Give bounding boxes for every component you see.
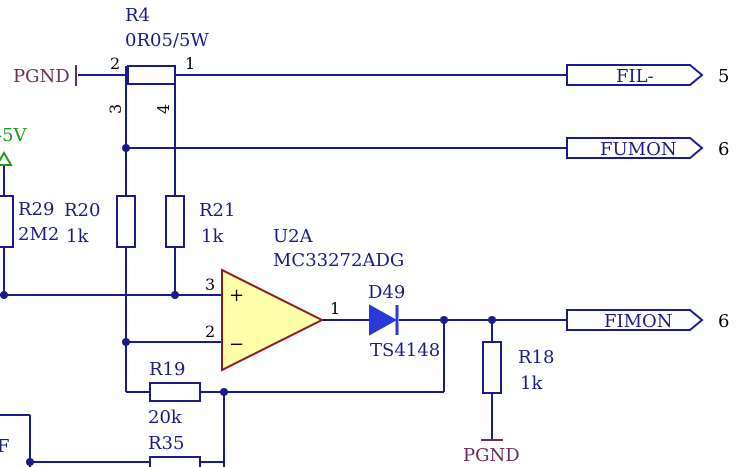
r18-body <box>482 341 502 394</box>
port-fumon[interactable]: FUMON 6 <box>566 137 729 160</box>
diode-d49[interactable]: D49 TS4148 <box>368 282 440 361</box>
r4-pin-2: 2 <box>110 54 120 73</box>
r18-ref: R18 <box>518 347 554 368</box>
partial-label: F <box>0 436 10 457</box>
r21-value: 1k <box>201 226 224 247</box>
r19-ref: R19 <box>149 359 185 380</box>
power-neg5v[interactable]: -5V <box>0 125 28 166</box>
u2a-ref: U2A <box>273 226 314 247</box>
pgnd-left-label: PGND <box>13 66 70 87</box>
port-fimon-label: FIMON <box>604 311 673 332</box>
junction-dot <box>0 291 8 299</box>
port-fimon-pin: 6 <box>718 311 729 332</box>
junctions <box>0 144 496 466</box>
r21-ref: R21 <box>199 200 235 221</box>
resistor-r18[interactable]: R18 1k <box>482 341 554 394</box>
r20-ref: R20 <box>64 200 100 221</box>
resistor-r21[interactable]: R21 1k <box>165 195 235 248</box>
r4-pin-1: 1 <box>185 54 195 73</box>
power-pgnd-bottom[interactable]: PGND <box>463 439 520 466</box>
port-fil-label: FIL- <box>616 66 654 87</box>
r4-body <box>127 65 176 85</box>
d49-value: TS4148 <box>370 340 440 361</box>
junction-dot <box>488 316 496 324</box>
opamp-minus-sign: − <box>229 334 244 355</box>
resistor-r20[interactable]: R20 1k <box>64 195 136 248</box>
resistor-r19[interactable]: R19 20k <box>148 359 201 428</box>
r29-ref: R29 <box>18 199 54 220</box>
port-fil-pin: 5 <box>718 66 729 87</box>
r29-body <box>0 195 14 248</box>
junction-dot <box>220 388 228 396</box>
port-fumon-label: FUMON <box>600 139 677 160</box>
port-fil[interactable]: FIL- 5 <box>566 64 729 87</box>
d49-ref: D49 <box>368 282 405 303</box>
opamp-pin-1: 1 <box>330 299 340 318</box>
r19-body <box>149 382 201 402</box>
neg5v-symbol <box>0 151 13 166</box>
resistor-r4[interactable]: R4 0R05/5W 2 1 3 4 <box>106 5 209 114</box>
junction-dot <box>26 458 34 466</box>
power-pgnd-left[interactable]: PGND <box>13 65 77 87</box>
r20-body <box>116 195 136 248</box>
junction-dot <box>122 144 130 152</box>
pgnd-bottom-label: PGND <box>463 445 520 466</box>
junction-dot <box>122 338 130 346</box>
junction-dot <box>440 316 448 324</box>
r4-pin-4: 4 <box>154 104 173 114</box>
r35-body <box>149 456 201 467</box>
junction-dot <box>171 291 179 299</box>
r20-value: 1k <box>66 226 89 247</box>
r4-pin-3: 3 <box>106 104 125 114</box>
opamp-u2a[interactable]: + − 3 2 1 U2A MC33272ADG <box>205 226 404 372</box>
resistor-r35[interactable]: R35 <box>148 433 201 467</box>
port-fumon-shape <box>566 137 704 159</box>
r4-value: 0R05/5W <box>125 30 209 51</box>
opamp-pin-2: 2 <box>205 322 215 341</box>
opamp-pin-3: 3 <box>205 275 215 294</box>
u2a-value: MC33272ADG <box>273 250 404 271</box>
opamp-body <box>221 268 325 372</box>
neg5v-label: -5V <box>0 125 28 146</box>
r35-ref: R35 <box>148 433 184 454</box>
r19-value: 20k <box>148 407 183 428</box>
r4-ref: R4 <box>125 5 150 26</box>
r29-value: 2M2 <box>18 224 59 245</box>
opamp-plus-sign: + <box>229 285 244 306</box>
r21-body <box>165 195 185 248</box>
resistor-r29[interactable]: R29 2M2 <box>0 195 59 248</box>
port-fumon-pin: 6 <box>718 139 729 160</box>
d49-triangle <box>369 304 398 336</box>
port-fimon-shape <box>566 309 704 331</box>
r18-value: 1k <box>520 373 543 394</box>
port-fil-shape <box>566 64 704 86</box>
port-fimon[interactable]: FIMON 6 <box>566 309 729 332</box>
